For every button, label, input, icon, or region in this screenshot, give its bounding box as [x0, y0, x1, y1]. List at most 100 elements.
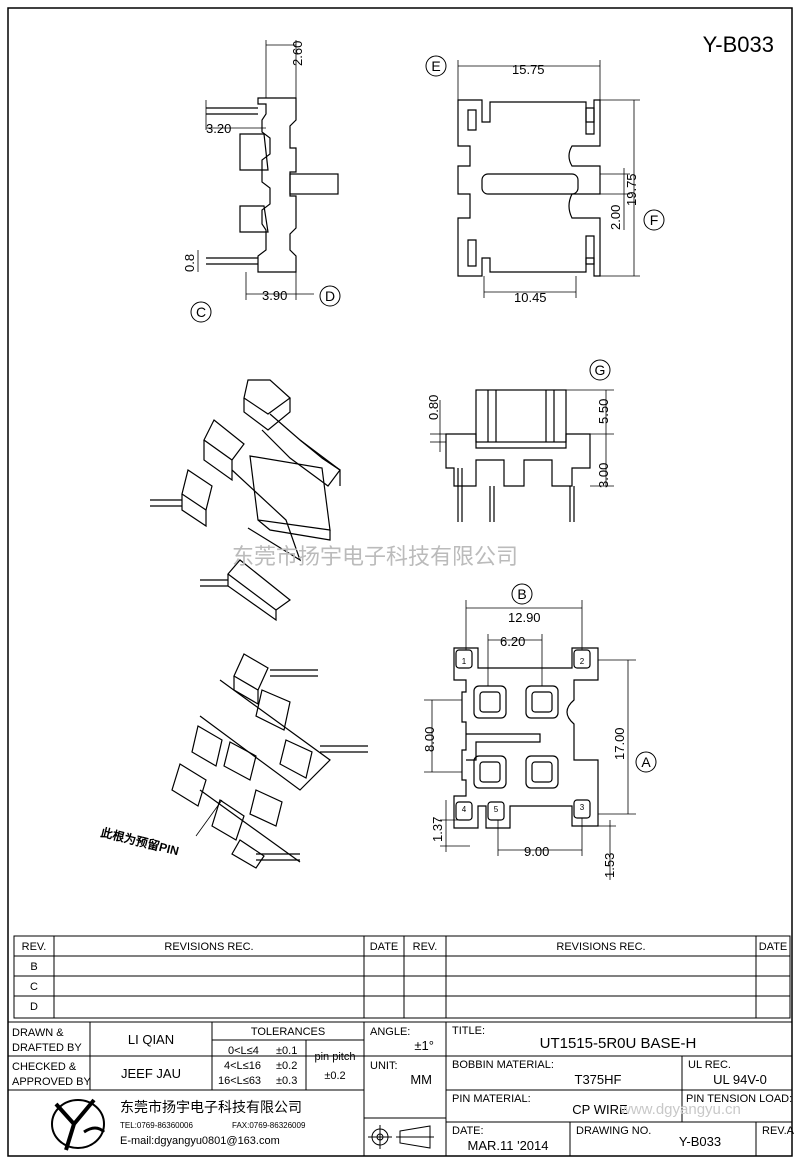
pin-number-1: 1	[462, 657, 467, 666]
tol-range-2: 4<L≤16	[224, 1060, 261, 1072]
dim-front-pin: 3.00	[596, 463, 611, 488]
svg-text:A: A	[641, 754, 651, 770]
dim-side-pin-offset: 3.20	[206, 121, 231, 136]
drawing-no-value: Y-B033	[679, 1134, 721, 1149]
svg-text:C: C	[196, 304, 206, 320]
rev-header-left: REV.	[22, 941, 47, 953]
label-c: C	[190, 301, 212, 323]
ul-rec-label: UL REC.	[688, 1059, 731, 1071]
pin-number-5: 5	[494, 805, 499, 814]
pin-material-value: CP WIRE	[572, 1102, 628, 1117]
svg-text:D: D	[325, 288, 335, 304]
side-view	[197, 40, 339, 300]
side-view-outline	[257, 97, 297, 273]
dim-front-height: 5.50	[596, 399, 611, 424]
bobbin-material-value: T375HF	[575, 1072, 622, 1087]
dim-side-base: 3.90	[262, 288, 287, 303]
label-b: B	[511, 583, 533, 605]
company-email: E-mail:dgyangyu0801@163.com	[120, 1135, 280, 1147]
label-g: G	[589, 359, 611, 381]
ul-rec-value: UL 94V-0	[713, 1072, 767, 1087]
dim-bottom-outer: 12.90	[508, 610, 541, 625]
tol-value-1: ±0.1	[276, 1045, 297, 1057]
company-fax: FAX:0769-86326009	[232, 1121, 306, 1130]
sheet-border	[7, 7, 793, 1157]
dim-bottom-bottom-edge: 1.53	[602, 853, 617, 878]
iso-view-upper	[150, 379, 341, 622]
checked-label: CHECKED &	[12, 1061, 77, 1073]
bottom-view-outline	[453, 647, 599, 829]
angle-label: ANGLE:	[370, 1026, 410, 1038]
svg-text:E: E	[431, 58, 440, 74]
unit-label: UNIT:	[370, 1060, 398, 1072]
pin-material-label: PIN MATERIAL:	[452, 1093, 531, 1105]
dim-bottom-height: 17.00	[612, 727, 627, 760]
date-header-left: DATE	[370, 941, 399, 953]
pin-tension-label: PIN TENSION LOAD:	[686, 1093, 792, 1105]
tol-value-2: ±0.2	[276, 1060, 297, 1072]
projection-symbol	[368, 1125, 434, 1149]
company-name: 东莞市扬宇电子科技有限公司	[120, 1099, 302, 1115]
rev-row-b: B	[30, 961, 37, 973]
watermark-company: 东莞市扬宇电子科技有限公司	[232, 544, 518, 569]
svg-text:G: G	[595, 362, 606, 378]
drawn-label: DRAWN &	[12, 1027, 64, 1039]
drafted-label: DRAFTED BY	[12, 1042, 82, 1054]
company-logo	[51, 1098, 106, 1151]
date-header-right: DATE	[759, 941, 788, 953]
label-f: F	[643, 209, 665, 231]
tol-value-3: ±0.3	[276, 1075, 297, 1087]
label-e: E	[425, 55, 447, 77]
drawing-code: Y-B033	[703, 32, 774, 57]
unit-value: MM	[410, 1072, 432, 1087]
revision-label: REV.A	[762, 1125, 795, 1137]
dim-bottom-inner: 6.20	[500, 634, 525, 649]
dim-top-inner: 10.45	[514, 290, 547, 305]
tol-range-3: 16<L≤63	[218, 1075, 261, 1087]
title-label: TITLE:	[452, 1025, 485, 1037]
front-view	[430, 389, 614, 522]
tolerances-label: TOLERANCES	[251, 1026, 325, 1038]
rev-header-right: REV.	[413, 941, 438, 953]
date-value: MAR.11 '2014	[467, 1138, 548, 1153]
approved-label: APPROVED BY	[12, 1076, 92, 1088]
svg-text:F: F	[650, 212, 659, 228]
date-label: DATE:	[452, 1125, 484, 1137]
iso-view-lower	[171, 653, 368, 869]
svg-text:B: B	[517, 586, 526, 602]
tol-range-1: 0<L≤4	[228, 1045, 259, 1057]
bobbin-material-label: BOBBIN MATERIAL:	[452, 1059, 554, 1071]
pin-number-2: 2	[580, 657, 585, 666]
bottom-view	[424, 600, 636, 880]
pin-pitch-label: pin pitch	[315, 1051, 356, 1063]
dim-top-width: 15.75	[512, 62, 545, 77]
top-view	[457, 60, 640, 298]
dim-top-slot: 2.00	[608, 205, 623, 230]
reserved-pin-note: 此根为预留PIN	[99, 824, 180, 858]
pin-number-4: 4	[462, 805, 467, 814]
title-block	[7, 1021, 793, 1157]
dim-top-height: 19.75	[624, 173, 639, 206]
title-value: UT1515-5R0U BASE-H	[540, 1035, 697, 1052]
drawing-no-label: DRAWING NO.	[576, 1125, 651, 1137]
dim-side-top: 2.60	[290, 41, 305, 66]
dim-side-pin-thick: 0.8	[182, 254, 197, 272]
rev-row-d: D	[30, 1001, 38, 1013]
pin-number-3: 3	[580, 803, 585, 812]
checked-by-value: JEEF JAU	[121, 1066, 181, 1081]
pin-pitch-value: ±0.2	[324, 1070, 345, 1082]
revision-table	[13, 935, 791, 1019]
dim-front-flange: 0.80	[426, 395, 441, 420]
dim-bottom-pin-row: 9.00	[524, 844, 549, 859]
drawn-by-value: LI QIAN	[128, 1032, 174, 1047]
label-d: D	[319, 285, 341, 307]
top-view-outline	[457, 99, 601, 277]
dim-bottom-left: 8.00	[422, 727, 437, 752]
label-a: A	[635, 751, 657, 773]
revisions-header-left: REVISIONS REC.	[164, 941, 253, 953]
rev-row-c: C	[30, 981, 38, 993]
angle-value: ±1°	[414, 1038, 434, 1053]
dim-bottom-left-edge: 1.37	[430, 817, 445, 842]
revisions-header-right: REVISIONS REC.	[556, 941, 645, 953]
